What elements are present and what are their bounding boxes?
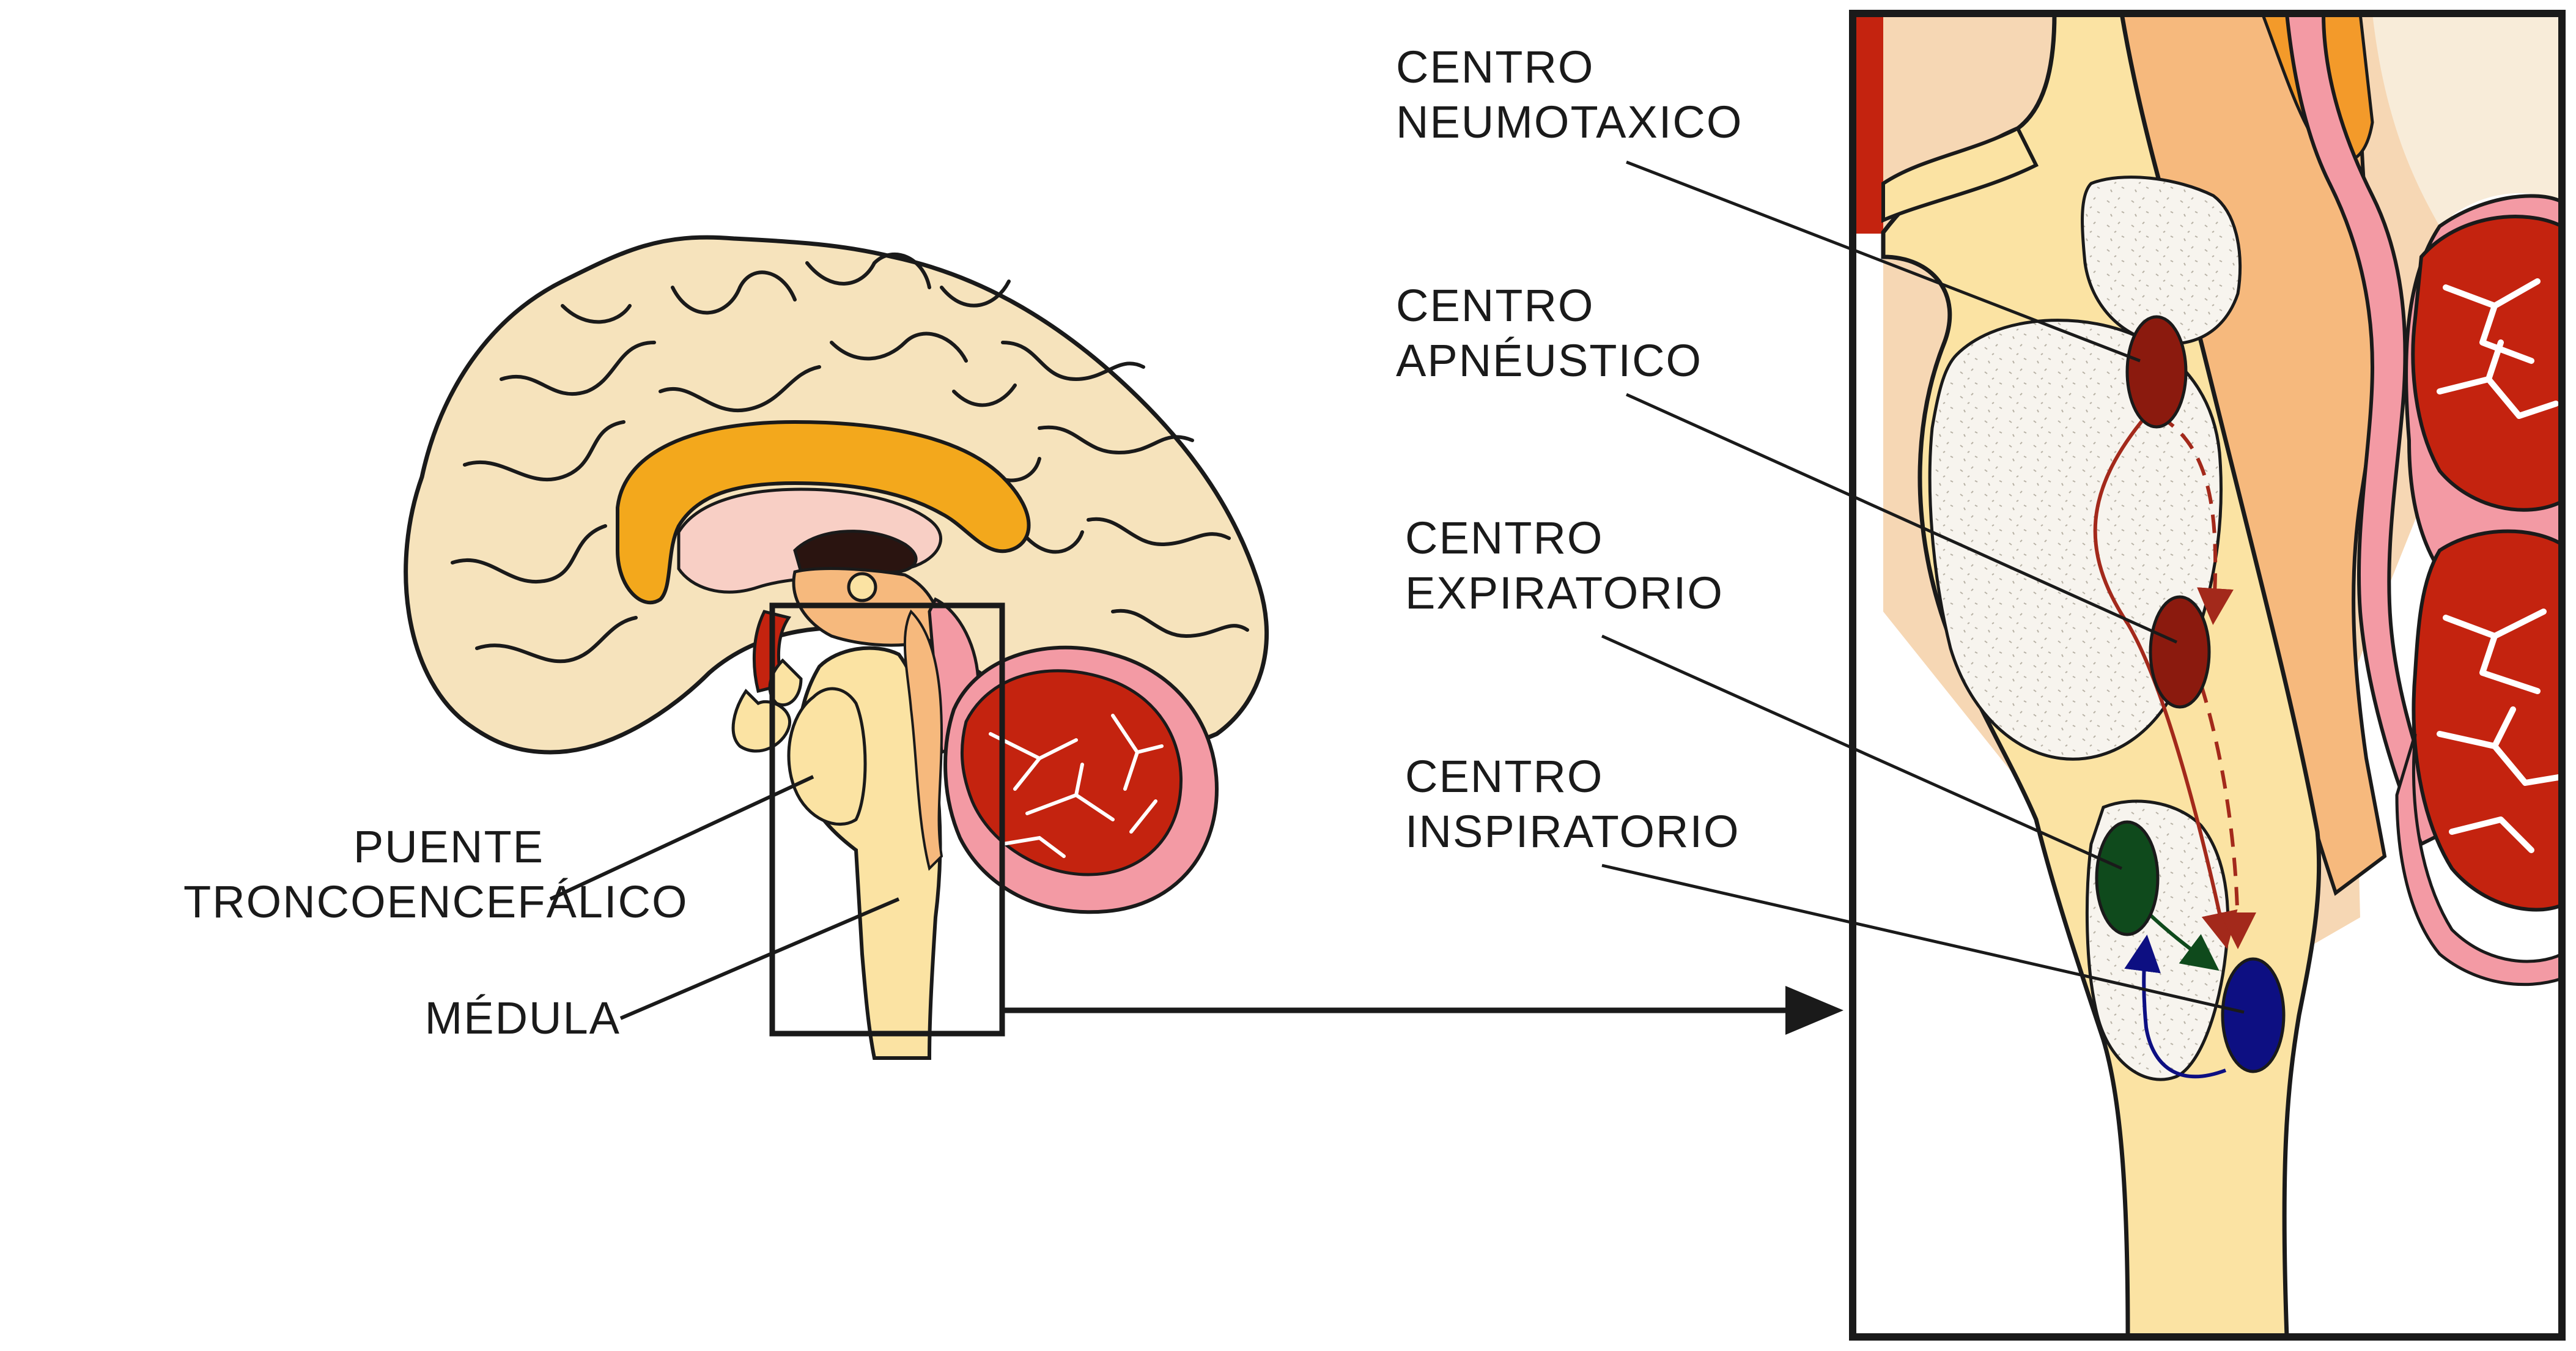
apneustic-label-line2: APNÉUSTICO (1396, 335, 1703, 386)
zoom-panel (1853, 13, 2562, 1337)
pons (787, 687, 867, 826)
nerve-root-zoom (1881, 125, 2039, 223)
pneumotaxic-center (2125, 315, 2188, 429)
inspiratory-center (2221, 957, 2286, 1073)
expiratory-center (2095, 820, 2160, 936)
zoom-panel-frame (1849, 10, 2566, 1341)
pons-label-line1: PUENTE (353, 821, 544, 872)
inspiratory-label-line2: INSPIRATORIO (1405, 806, 1740, 857)
pons-orange (903, 609, 943, 871)
pons-label-line2: TRONCOENCEFÁLICO (183, 876, 688, 927)
pneumotaxic-label: CENTRO NEUMOTAXICO (1396, 40, 1743, 150)
brain-illustration (404, 235, 1269, 1060)
pneumotaxic-label-line1: CENTRO (1396, 42, 1595, 92)
corpus-callosum (616, 420, 1031, 605)
cerebellum (943, 645, 1219, 914)
zoom-selection-box (769, 602, 1005, 1037)
pons-leader-line (549, 775, 814, 901)
expiratory-label-line1: CENTRO (1405, 513, 1604, 563)
zoom-arrow (1002, 986, 1843, 1035)
expiratory-label-line2: EXPIRATORIO (1405, 568, 1724, 618)
inspiratory-label-line1: CENTRO (1405, 751, 1604, 802)
cortex-gyri (451, 252, 1249, 664)
apneustic-label-line1: CENTRO (1396, 280, 1595, 331)
inspiratory-label: CENTRO INSPIRATORIO (1405, 749, 1740, 859)
pons-label: PUENTE TRONCOENCEFÁLICO (183, 820, 688, 930)
medulla-label-text: MÉDULA (424, 993, 621, 1043)
medulla-label: MÉDULA (306, 991, 621, 1046)
pink-tract-zoom (2284, 13, 2448, 847)
apneustic-label: CENTRO APNÉUSTICO (1396, 278, 1702, 388)
center-leader-lines (1601, 160, 2245, 1014)
pneumotaxic-label-line2: NEUMOTAXICO (1396, 97, 1743, 147)
expiratory-label: CENTRO EXPIRATORIO (1405, 511, 1724, 621)
medulla-leader-line (619, 897, 900, 1020)
stippled-region-upper (2081, 176, 2242, 346)
cerebellum-zoom (2395, 194, 2562, 986)
apneustic-center (2149, 595, 2211, 709)
